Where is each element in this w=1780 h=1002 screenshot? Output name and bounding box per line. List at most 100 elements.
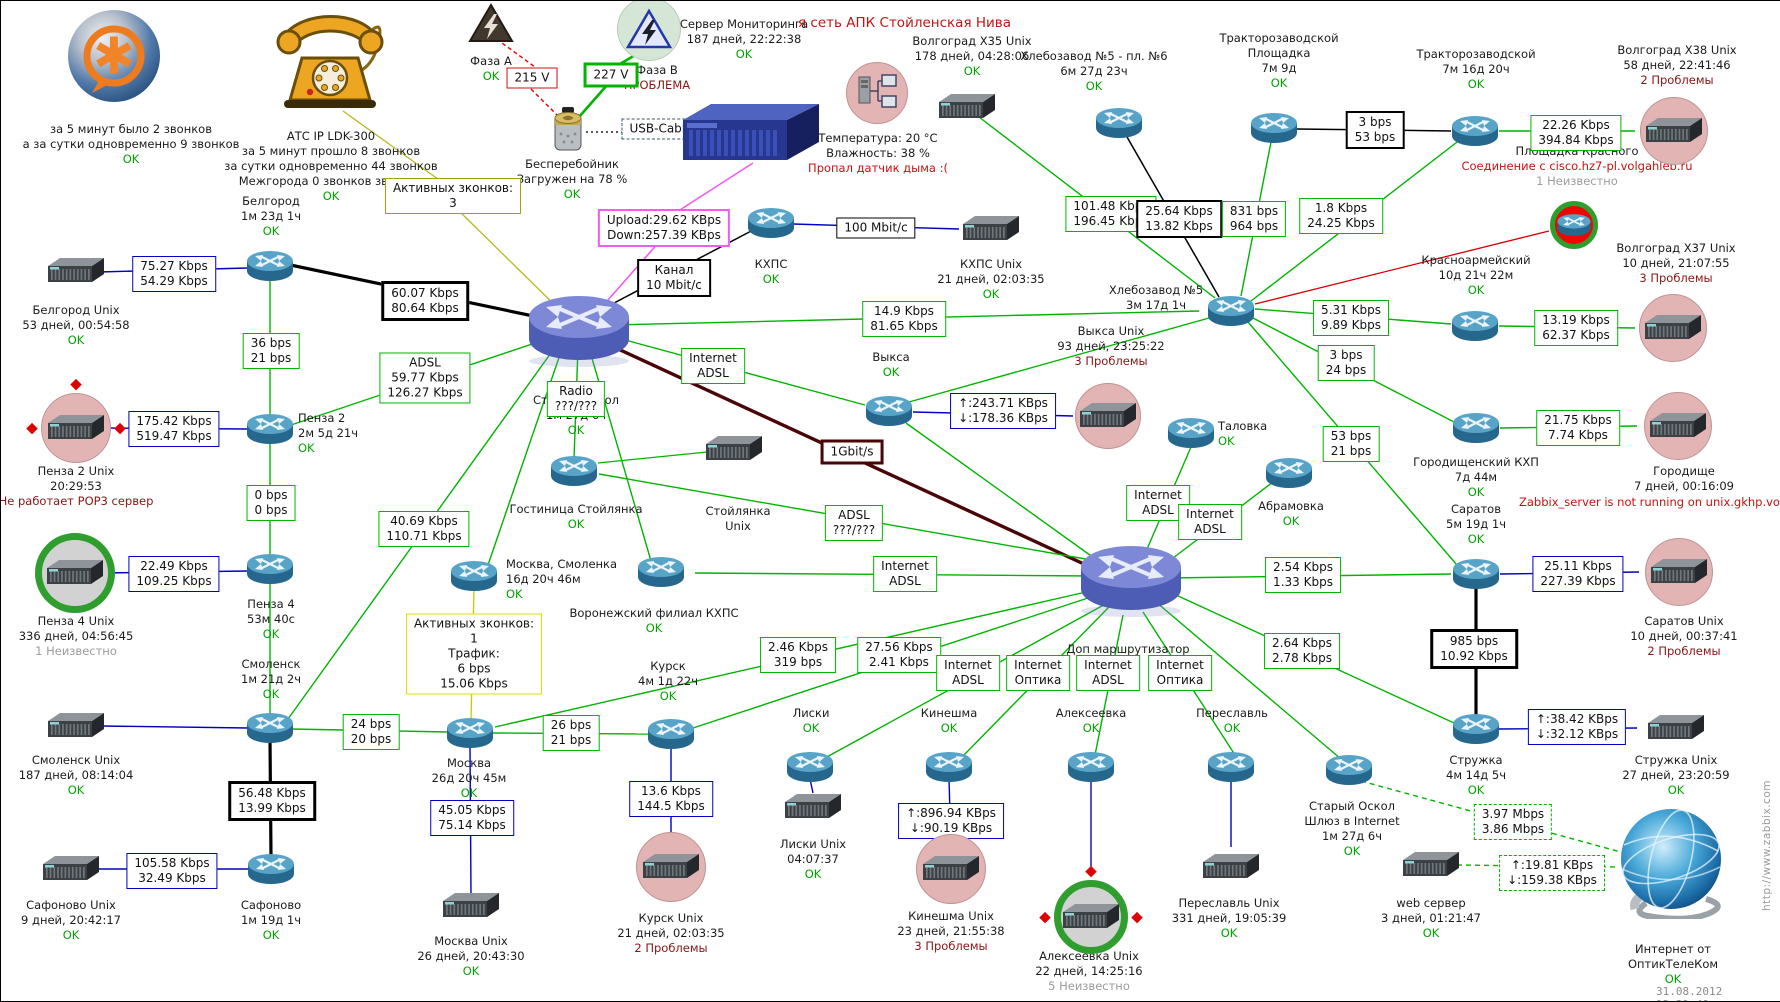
node-penza4-unix[interactable] xyxy=(35,533,115,613)
node-vyksa-router[interactable] xyxy=(865,394,913,428)
node-ups[interactable] xyxy=(550,106,586,152)
node-moskva-router[interactable] xyxy=(446,716,494,750)
node-struzhka-router[interactable] xyxy=(1452,712,1500,746)
node-volgograd-x35[interactable] xyxy=(937,92,997,122)
router-icon xyxy=(747,206,795,240)
node-internet-globe[interactable] xyxy=(1616,807,1726,922)
node-saratov-router[interactable] xyxy=(1452,557,1500,591)
node-moskva-unix[interactable] xyxy=(441,891,501,921)
node-penza2-unix[interactable]: ◆◆◆ xyxy=(26,376,126,463)
node-faza-a[interactable] xyxy=(467,2,515,44)
node-vyksa-unix[interactable] xyxy=(1075,383,1141,449)
server-icon xyxy=(1649,557,1709,587)
node-faza-b[interactable] xyxy=(617,1,681,61)
node-ploshchadka-krasnogo[interactable] xyxy=(1550,201,1598,249)
node-volgograd-x37[interactable] xyxy=(1639,294,1707,362)
node-belgorod-unix[interactable] xyxy=(46,256,106,286)
node-kursk-router[interactable] xyxy=(647,717,695,751)
node-saratov-unix[interactable] xyxy=(1645,538,1713,606)
node-penza4-router[interactable] xyxy=(246,552,294,586)
link-label: Radio???/??? xyxy=(546,381,606,417)
link-label: ↑:243.71 KBps↓:178.36 KBps xyxy=(950,393,1056,429)
router-icon xyxy=(550,454,598,488)
node-stoylyanka-unix[interactable] xyxy=(704,434,764,464)
node-alekseevka-unix[interactable]: ◆◆◆ xyxy=(1039,863,1143,954)
node-volgograd-x38[interactable] xyxy=(1640,97,1708,165)
router-icon xyxy=(1265,456,1313,490)
node-gostinitsa-stoylyanka[interactable] xyxy=(550,454,598,488)
link-label: 227 V xyxy=(583,62,639,88)
server-icon xyxy=(1401,850,1461,880)
svg-text:✱: ✱ xyxy=(93,27,135,85)
node-kineshma-router[interactable] xyxy=(925,750,973,784)
node-climate-sensor[interactable] xyxy=(846,62,908,124)
node-talovka[interactable] xyxy=(1167,416,1215,450)
node-gorodishchensky-khp[interactable] xyxy=(1452,411,1500,445)
node-abramovka[interactable] xyxy=(1265,456,1313,490)
node-atc-phone[interactable] xyxy=(272,6,390,116)
router-icon xyxy=(1207,294,1255,328)
node-hlebozavod5-pl6[interactable] xyxy=(1095,106,1143,140)
node-kkhps-unix[interactable] xyxy=(961,214,1021,244)
node-smolensk-unix[interactable] xyxy=(46,711,106,741)
router-icon xyxy=(246,412,294,446)
server-icon xyxy=(1078,401,1138,431)
node-alekseevka-router[interactable] xyxy=(1067,750,1115,784)
router-icon xyxy=(637,555,685,589)
node-liski-unix[interactable] xyxy=(783,792,843,822)
node-traktorozavodskoy-ploshchadka[interactable] xyxy=(1250,111,1298,145)
node-penza2-router[interactable] xyxy=(246,412,294,446)
node-kineshma-unix[interactable] xyxy=(916,834,986,904)
map-title: я сеть АПК Стойленская Нива xyxy=(798,15,1012,31)
zabbix-watermark: http://www.zabbix.com xyxy=(1761,780,1773,911)
node-moskva-smolenka[interactable] xyxy=(450,559,498,593)
node-pereslavl-router[interactable] xyxy=(1207,750,1255,784)
router-icon xyxy=(1451,309,1499,343)
node-kkhps-router[interactable] xyxy=(747,206,795,240)
bigrouter-icon xyxy=(526,291,632,367)
node-voronezhsky-filial[interactable] xyxy=(637,555,685,589)
node-safonovo-router[interactable] xyxy=(247,852,295,886)
node-hlebozavod5-hub[interactable] xyxy=(1207,294,1255,328)
link-label: ↑:19.81 KBps↓:159.38 KBps xyxy=(1499,855,1605,891)
node-monitoring-server[interactable] xyxy=(681,102,821,162)
node-struzhka-unix[interactable] xyxy=(1646,713,1706,743)
phone-icon xyxy=(272,6,390,116)
node-belgorod-router[interactable] xyxy=(246,249,294,283)
node-krasnoarmeysky[interactable] xyxy=(1451,309,1499,343)
node-gorodishche-unix[interactable] xyxy=(1644,392,1712,460)
node-kursk-unix[interactable] xyxy=(636,832,706,902)
node-web-server[interactable] xyxy=(1401,850,1461,880)
node-safonovo-unix[interactable] xyxy=(41,854,101,884)
node-staryoskol-gw[interactable] xyxy=(1325,753,1373,787)
node-smolensk-router[interactable] xyxy=(246,711,294,745)
node-dop-router[interactable] xyxy=(1078,541,1184,617)
node-traktorozavodskoy[interactable] xyxy=(1451,114,1499,148)
node-glavny-router[interactable] xyxy=(526,291,632,367)
node-asterisk-logo[interactable]: ✱ xyxy=(66,8,162,104)
node-liski-router[interactable] xyxy=(786,750,834,784)
node-pereslavl-unix[interactable] xyxy=(1201,852,1261,882)
router-icon xyxy=(246,552,294,586)
